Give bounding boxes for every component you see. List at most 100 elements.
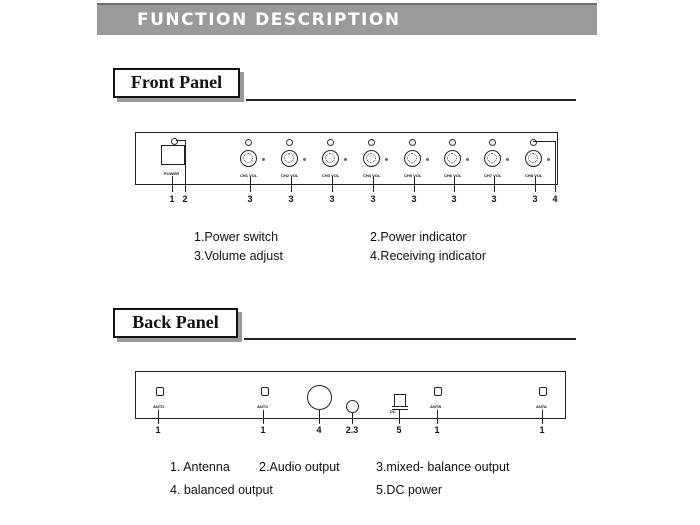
callout-number: 1 (260, 425, 266, 435)
callout-line (291, 176, 292, 192)
callout-line (373, 176, 374, 192)
volume-knob (322, 150, 339, 167)
front-title-box: Front Panel (113, 68, 240, 98)
legend-power-indicator: 2.Power indicator (370, 230, 467, 244)
audio-output-jack (346, 400, 359, 413)
back-panel-title: Back Panel (132, 312, 219, 332)
legend-audio-output: 2.Audio output (259, 460, 340, 474)
callout-number: 3 (411, 194, 417, 204)
callout-line (555, 141, 556, 192)
volume-knob (404, 150, 421, 167)
channel-label: CH3 VOL (322, 173, 340, 178)
header-bar: FUNCTION DESCRIPTION (97, 3, 597, 35)
balanced-output-jack (307, 385, 332, 410)
antenna-label: ANTC (257, 404, 269, 409)
front-divider (246, 99, 576, 101)
receiving-indicator (449, 139, 456, 146)
knob-dot (506, 158, 509, 161)
front-panel-device: POWER CH1 VOL CH2 VOL CH3 VOL CH4 VOL CH… (135, 132, 558, 185)
callout-line (454, 176, 455, 192)
callout-number: 1 (155, 425, 161, 435)
back-divider (244, 338, 576, 340)
receiving-indicator (409, 139, 416, 146)
callout-number: 1 (434, 425, 440, 435)
callout-number: 3 (532, 194, 538, 204)
channel-label: CH2 VOL (281, 173, 299, 178)
antenna-label: ANTB (430, 404, 442, 409)
knob-dot (385, 158, 388, 161)
volume-knob (525, 150, 542, 167)
callout-line (319, 410, 320, 424)
callout-line (185, 140, 186, 192)
callout-line (533, 141, 555, 142)
front-panel-title: Front Panel (130, 72, 223, 92)
knob-dot (547, 158, 550, 161)
antenna-jack-b (434, 387, 442, 396)
legend-power-switch: 1.Power switch (194, 230, 279, 244)
callout-line (352, 413, 353, 424)
channel-label: CH7 VOL (484, 173, 502, 178)
channel-label: CH6 VOL (444, 173, 462, 178)
channel-label: CH5 VOL (404, 173, 422, 178)
antenna-label: ANTD (153, 404, 165, 409)
channel-label: CH8 VOL (525, 173, 543, 178)
legend-volume-adjust: 3.Volume adjust (194, 249, 283, 263)
callout-number: 4 (316, 425, 322, 435)
receiving-indicator (286, 139, 293, 146)
page-title: FUNCTION DESCRIPTION (137, 10, 401, 30)
callout-number: 2 (182, 194, 188, 204)
volume-knob (281, 150, 298, 167)
power-switch (161, 145, 185, 165)
callout-line (494, 176, 495, 192)
callout-line (399, 410, 400, 424)
back-panel-device: ANTD ANTC DC ANTB ANTA (135, 371, 566, 419)
volume-knob (484, 150, 501, 167)
legend-dc-power: 5.DC power (376, 483, 442, 497)
knob-dot (303, 158, 306, 161)
receiving-indicator (489, 139, 496, 146)
power-indicator (171, 138, 178, 145)
callout-line (542, 410, 543, 424)
legend-antenna: 1. Antenna (170, 460, 230, 474)
dc-power-symbol (392, 406, 408, 410)
callout-number: 3 (247, 194, 253, 204)
knob-dot (426, 158, 429, 161)
legend-balanced-output: 4. balanced output (170, 483, 273, 497)
callout-number: 4 (552, 194, 558, 204)
receiving-indicator (368, 139, 375, 146)
antenna-jack-c (261, 387, 269, 396)
antenna-label: ANTA (536, 404, 547, 409)
callout-number: 3 (370, 194, 376, 204)
callout-number: 5 (396, 425, 402, 435)
legend-receiving-indicator: 4.Receiving indicator (370, 249, 487, 263)
callout-number: 3 (288, 194, 294, 204)
callout-line (535, 176, 536, 192)
callout-number: 2.3 (345, 425, 359, 435)
legend-mixed-balance-output: 3.mixed- balance output (376, 460, 510, 474)
callout-number: 3 (451, 194, 457, 204)
volume-knob (444, 150, 461, 167)
callout-line (263, 410, 264, 424)
knob-dot (466, 158, 469, 161)
volume-knob (363, 150, 380, 167)
back-title-box: Back Panel (113, 308, 238, 338)
volume-knob (240, 150, 257, 167)
receiving-indicator (245, 139, 252, 146)
callout-line (250, 176, 251, 192)
antenna-jack-a (539, 387, 547, 396)
channel-label: CH4 VOL (363, 173, 381, 178)
callout-line (437, 410, 438, 424)
dc-label: DC (390, 409, 396, 414)
callout-number: 3 (329, 194, 335, 204)
channel-label: CH1 VOL (240, 173, 258, 178)
callout-line (176, 140, 186, 141)
knob-dot (344, 158, 347, 161)
knob-dot (262, 158, 265, 161)
callout-line (172, 176, 173, 192)
callout-number: 1 (169, 194, 175, 204)
antenna-jack-d (156, 387, 164, 396)
receiving-indicator (530, 139, 537, 146)
callout-line (158, 410, 159, 424)
callout-number: 3 (491, 194, 497, 204)
callout-line (414, 176, 415, 192)
